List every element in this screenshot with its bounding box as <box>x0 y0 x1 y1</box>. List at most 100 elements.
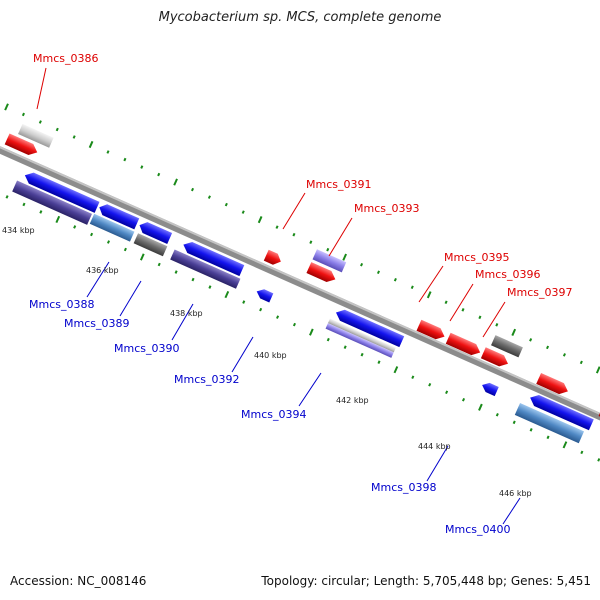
reverse-tick-17 <box>242 300 246 304</box>
gene-label-0391[interactable]: Mmcs_0391 <box>306 178 371 191</box>
gene-arrow-0392-box <box>170 249 241 289</box>
forward-tick-7 <box>106 150 110 154</box>
gene-arrow-0392 <box>183 241 245 277</box>
map-title: Mycobacterium sp. MCS, complete genome <box>158 10 442 25</box>
gene-arrow-0392b <box>256 289 274 303</box>
tick-label-442: 442 kbp <box>336 396 369 405</box>
forward-tick-31 <box>511 328 517 336</box>
reverse-tick-37 <box>580 450 584 455</box>
reverse-tick-27 <box>411 375 415 379</box>
gene-label-0392[interactable]: Mmcs_0392 <box>174 373 239 386</box>
forward-tick-5 <box>72 135 76 139</box>
gene-arrow-0394-box-a <box>327 318 396 353</box>
reverse-tick-31 <box>478 403 483 411</box>
gene-arrow-0400-box <box>514 403 585 444</box>
reverse-tick-29 <box>445 390 449 395</box>
tick-label-440: 440 kbp <box>254 351 287 360</box>
reverse-tick-20 <box>292 322 296 327</box>
label-leader-lines <box>36 67 521 525</box>
gene-label-0390[interactable]: Mmcs_0390 <box>114 342 179 355</box>
forward-tick-20 <box>326 247 330 252</box>
gene-label-0396[interactable]: Mmcs_0396 <box>475 268 540 281</box>
forward-tick-10 <box>157 172 161 177</box>
reverse-tick-32 <box>495 413 499 417</box>
reverse-tick-8 <box>90 232 94 237</box>
forward-tick-19 <box>309 240 313 244</box>
reverse-tick-28 <box>428 382 432 387</box>
gene-label-0394[interactable]: Mmcs_0394 <box>241 408 306 421</box>
forward-tick-13 <box>207 195 211 199</box>
genome-track-frame <box>0 103 600 462</box>
forward-tick-23 <box>376 270 380 275</box>
gene-label-0400[interactable]: Mmcs_0400 <box>445 523 510 536</box>
genome-backbone <box>0 130 600 430</box>
tick-label-436: 436 kbp <box>86 266 119 275</box>
forward-tick-8 <box>123 157 127 162</box>
forward-tick-24 <box>393 277 397 282</box>
gene-label-0395[interactable]: Mmcs_0395 <box>444 251 509 264</box>
forward-tick-row <box>4 103 600 374</box>
gene-label-0393[interactable]: Mmcs_0393 <box>354 202 419 215</box>
forward-tick-4 <box>55 127 59 132</box>
genome-backbone-highlight <box>0 130 600 425</box>
gene-arrow-0397-box <box>491 335 523 358</box>
kbp-tick-labels: 434 kbp 436 kbp 438 kbp 440 kbp 442 kbp … <box>2 226 532 498</box>
reverse-tick-26 <box>393 366 399 374</box>
accession-text: Accession: NC_008146 <box>10 574 147 588</box>
gene-label-0397[interactable]: Mmcs_0397 <box>507 286 572 299</box>
forward-tick-36 <box>595 366 600 374</box>
tick-label-434: 434 kbp <box>2 226 35 235</box>
reverse-tick-21 <box>309 328 314 336</box>
forward-tick-21 <box>342 253 347 261</box>
reverse-tick-3 <box>5 195 9 199</box>
forward-tick-3 <box>38 120 42 124</box>
gene-label-0398[interactable]: Mmcs_0398 <box>371 481 436 494</box>
reverse-tick-23 <box>343 345 347 349</box>
genome-summary-text: Topology: circular; Length: 5,705,448 bp… <box>261 574 591 588</box>
reverse-tick-15 <box>208 285 212 289</box>
forward-tick-12 <box>190 187 195 192</box>
forward-tick-9 <box>140 165 144 169</box>
forward-tick-32 <box>529 338 533 342</box>
gene-arrow-next-a <box>536 372 568 395</box>
forward-tick-25 <box>410 285 414 290</box>
forward-tick-34 <box>562 353 566 357</box>
reverse-tick-33 <box>512 420 516 425</box>
forward-tick-35 <box>579 360 583 365</box>
tick-label-438: 438 kbp <box>170 309 203 318</box>
gene-arrow-0393-box <box>312 249 347 273</box>
forward-tick-30 <box>495 323 499 327</box>
forward-tick-22 <box>360 262 364 267</box>
gene-arrow-0386 <box>4 133 38 155</box>
forward-tick-17 <box>275 225 279 229</box>
reverse-tick-25 <box>377 360 381 364</box>
forward-tick-27 <box>444 300 448 305</box>
reverse-tick-16 <box>224 290 230 299</box>
reverse-tick-14 <box>191 277 195 282</box>
forward-tick-6 <box>88 140 94 149</box>
tick-label-444: 444 kbp <box>418 442 451 451</box>
reverse-tick-11 <box>139 253 145 261</box>
forward-tick-26 <box>426 291 432 299</box>
gene-arrow-0391 <box>263 249 281 265</box>
gene-label-0386[interactable]: Mmcs_0386 <box>33 52 98 65</box>
forward-tick-15 <box>241 210 245 214</box>
gene-arrow-0389-box <box>89 213 135 242</box>
forward-tick-18 <box>292 232 296 237</box>
forward-gene-labels: Mmcs_0386 Mmcs_0391 Mmcs_0393 Mmcs_0395 … <box>33 52 572 299</box>
reverse-tick-7 <box>73 225 77 229</box>
reverse-tick-row <box>5 195 600 462</box>
gene-arrow-0388 <box>24 172 100 213</box>
reverse-tick-10 <box>123 247 127 252</box>
reverse-tick-19 <box>276 315 280 319</box>
reverse-tick-9 <box>106 240 111 244</box>
gene-arrow-0397 <box>480 347 508 367</box>
forward-tick-16 <box>257 216 263 224</box>
gene-arrow-0395 <box>416 319 445 340</box>
forward-tick-1 <box>4 103 9 111</box>
reverse-tick-36 <box>562 441 568 449</box>
gene-label-0389[interactable]: Mmcs_0389 <box>64 317 129 330</box>
gene-label-0388[interactable]: Mmcs_0388 <box>29 298 94 311</box>
gene-arrow-0389 <box>99 204 140 230</box>
